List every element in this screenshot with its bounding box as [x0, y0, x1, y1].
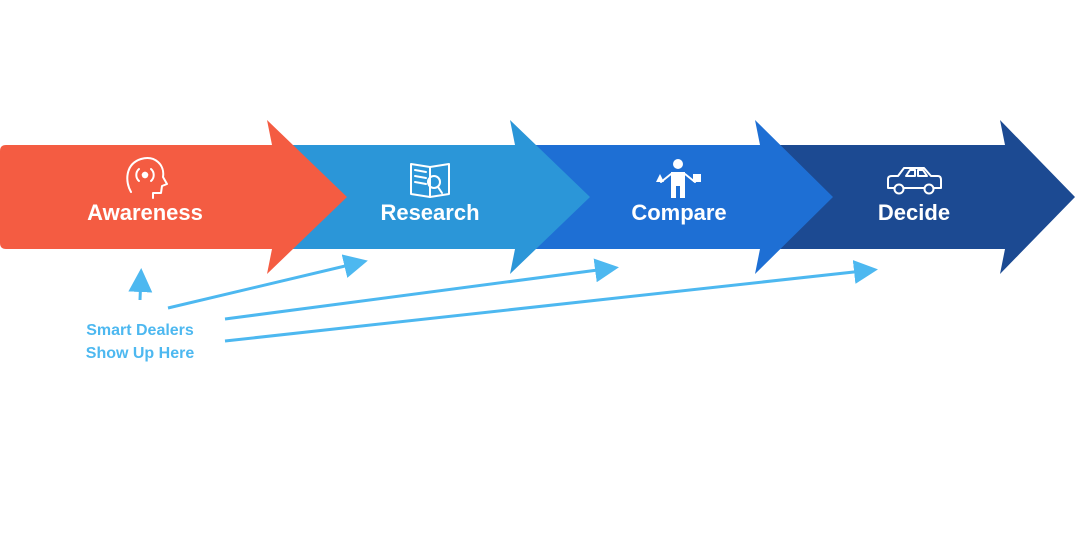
stage-label-research: Research [380, 200, 479, 225]
callout-label: Smart Dealers Show Up Here [86, 322, 195, 362]
stage-label-decide: Decide [878, 200, 950, 225]
stage-label-awareness: Awareness [87, 200, 203, 225]
callout-arrow-awareness [128, 268, 153, 301]
callout-line-1: Smart Dealers [86, 322, 194, 339]
callout-arrow-decide [224, 260, 878, 343]
callout-arrows [128, 254, 878, 343]
stage-arrow-decide [750, 120, 1075, 274]
stage-label-compare: Compare [631, 200, 726, 225]
callout-line-2: Show Up Here [86, 345, 195, 362]
person-balance-icon [656, 159, 701, 198]
stage-arrows [0, 120, 1075, 274]
book-magnifier-icon [410, 163, 450, 198]
callout-arrow-compare [224, 258, 619, 321]
stage-labels: Awareness Research Compare Decide [87, 200, 950, 225]
head-signal-icon [126, 157, 168, 199]
car-icon [887, 167, 942, 195]
stage-arrow-awareness [0, 120, 347, 274]
callout-arrow-research [167, 254, 368, 310]
